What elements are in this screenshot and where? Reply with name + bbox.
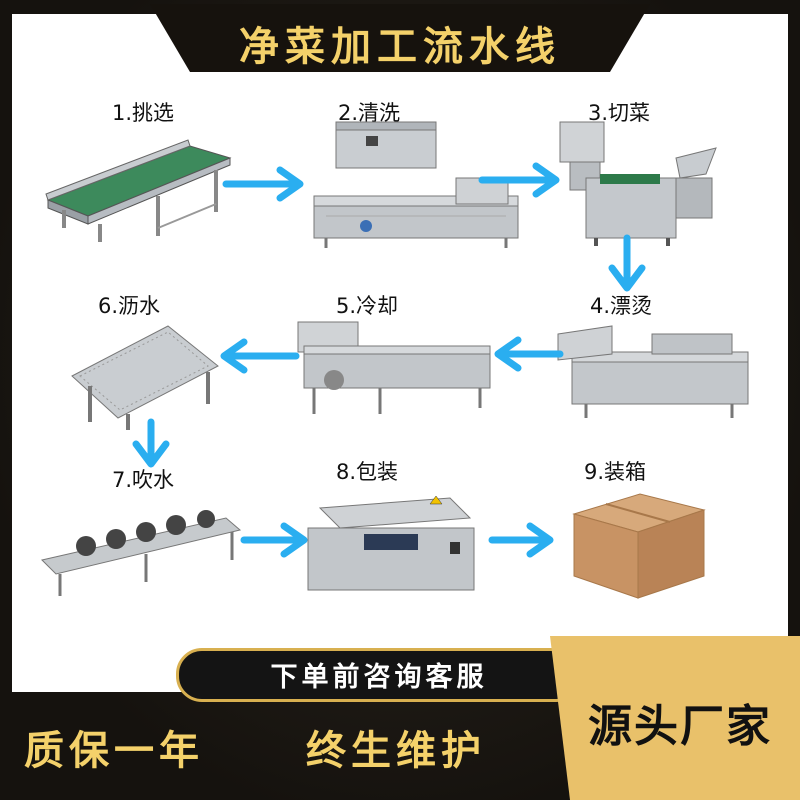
warranty-text: 质保一年 [24,727,204,774]
step-label-2: 2.清洗 [338,101,401,125]
lifetime-maintenance-text: 终生维护 [306,727,486,774]
arrow-right-icon [488,522,554,558]
vegetable-cutter-illustration [559,121,717,246]
vacuum-packer-illustration [307,495,475,591]
manufacturer-badge-text: 源头厂家 [588,701,772,752]
step-label-9: 9.装箱 [584,460,647,484]
sorting-conveyor-illustration [45,139,232,242]
arrow-right-icon [478,162,560,198]
arrow-down-icon [608,234,646,292]
step-label-5: 5.冷却 [336,294,399,318]
step-label-7: 7.吹水 [112,468,175,492]
washing-machine-illustration [313,121,519,248]
blanching-machine-illustration [557,325,749,418]
step-label-4: 4.漂烫 [590,294,653,318]
cardboard-box-illustration [572,493,706,599]
page-title: 净菜加工流水线 [239,23,561,70]
step-label-6: 6.沥水 [98,294,161,318]
manufacturer-badge [550,636,800,800]
arrow-left-icon [220,338,300,374]
consult-service-pill [176,648,582,702]
cooling-machine-illustration [297,321,491,414]
consult-service-text: 下单前咨询客服 [270,662,488,693]
arrow-right-icon [240,522,308,558]
draining-rack-illustration [71,325,219,430]
arrow-down-icon [132,418,170,468]
step-label-3: 3.切菜 [588,101,651,125]
step-label-1: 1.挑选 [112,101,175,125]
air-dryer-illustration [41,510,242,596]
title-banner [150,4,650,72]
arrow-left-icon [494,336,564,372]
arrow-right-icon [222,166,304,202]
step-label-8: 8.包装 [336,460,399,484]
